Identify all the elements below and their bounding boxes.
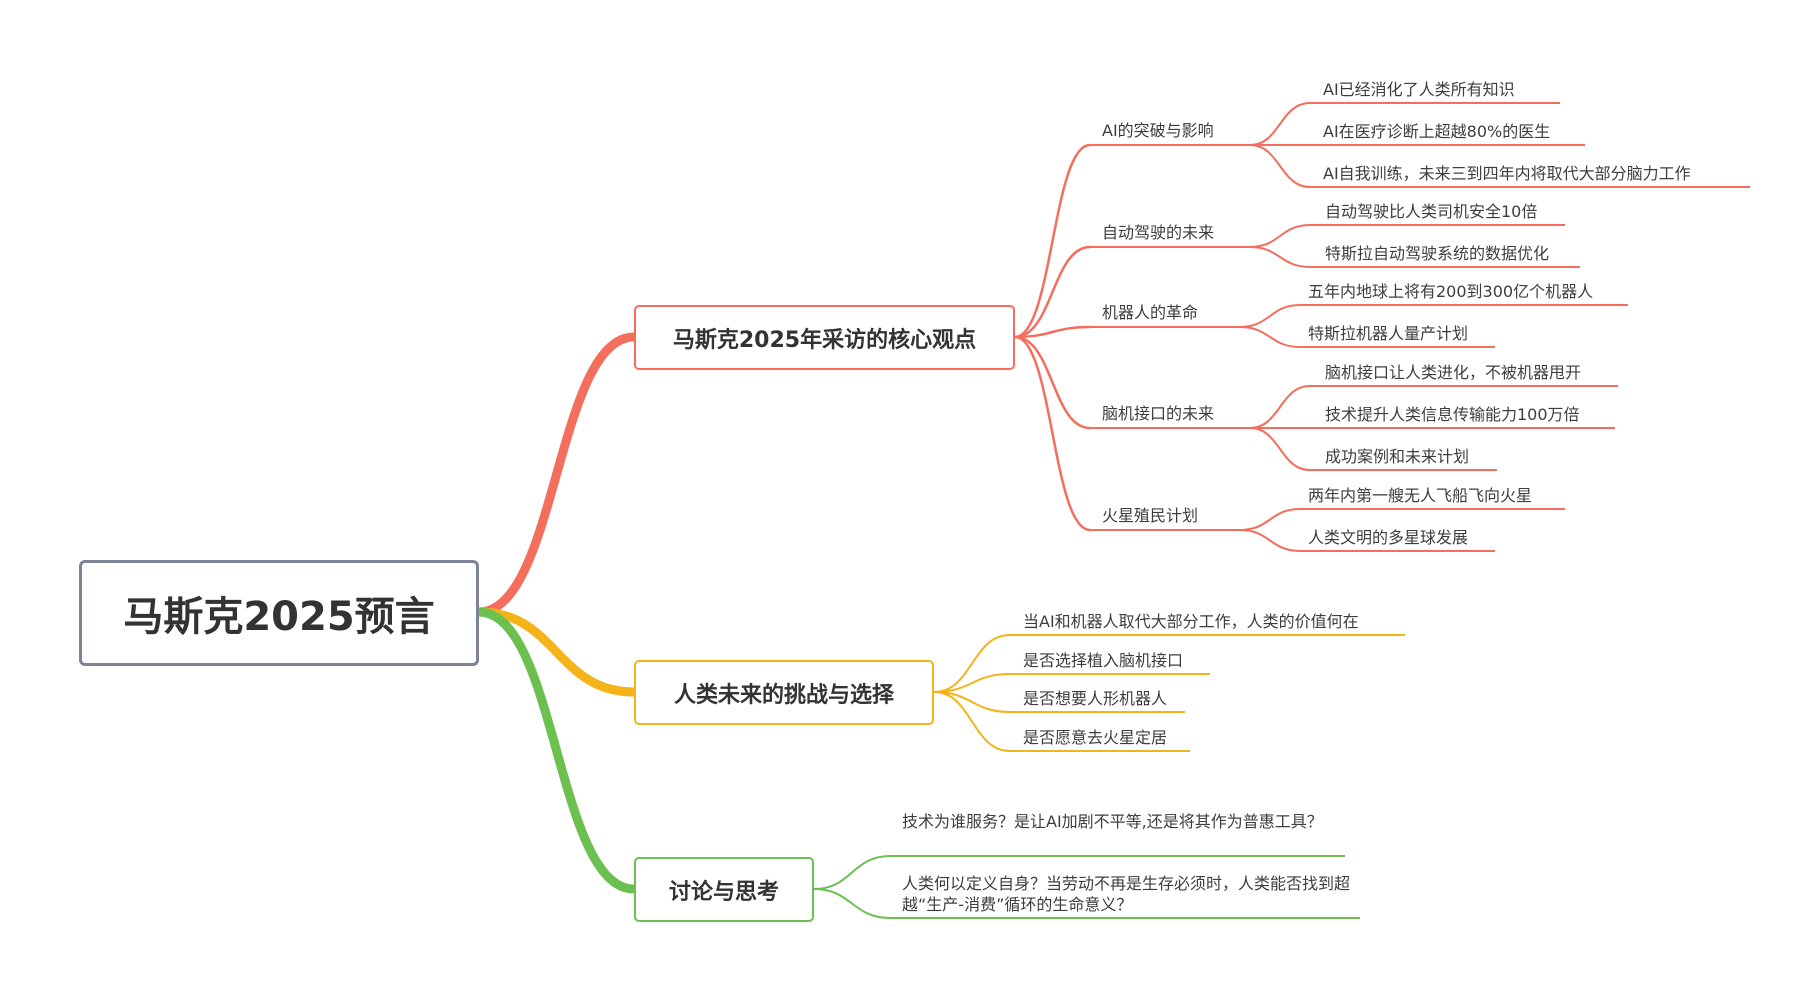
branch-challenges[interactable]: 人类未来的挑战与选择 [634,660,934,725]
link-root-branch [474,332,639,617]
link-branch-leaf [933,691,1011,752]
link-topic-leaf [1249,102,1311,146]
link-branch-topic [1013,245,1092,339]
leaf-item[interactable]: AI在医疗诊断上超越80%的医生 [1323,122,1551,141]
link-topic-leaf [1239,508,1301,531]
leaf-item[interactable]: AI自我训练，未来三到四年内将取代大部分脑力工作 [1323,164,1691,183]
link-topic-leaf [1249,246,1311,268]
link-branch-leaf [933,673,1011,693]
link-root-branch [474,607,639,697]
leaf-item[interactable]: 技术提升人类信息传输能力100万倍 [1325,405,1580,424]
branch-discussion[interactable]: 讨论与思考 [634,857,814,922]
leaf-item[interactable]: 脑机接口让人类进化，不被机器甩开 [1325,363,1582,382]
leaf-item[interactable]: 是否愿意去火星定居 [1023,728,1168,747]
branch-label: 人类未来的挑战与选择 [673,682,894,708]
link-topic-leaf [1239,304,1301,328]
link-branch-topic [1013,143,1092,339]
leaf-item[interactable]: 五年内地球上将有200到300亿个机器人 [1308,282,1594,301]
topic-robots[interactable]: 机器人的革命 [1102,303,1199,322]
link-branch-topic [1013,335,1092,430]
link-branch-leaf [933,634,1011,693]
topic-ai[interactable]: AI的突破与影响 [1102,121,1214,140]
link-branch-leaf [813,888,891,919]
link-branch-leaf [813,855,891,890]
branch-core-views[interactable]: 马斯克2025年采访的核心观点 [634,305,1015,370]
root-node[interactable]: 马斯克2025预言 [79,560,479,666]
link-topic-leaf [1249,224,1311,248]
root-label: 马斯克2025预言 [123,594,435,640]
branch-label: 马斯克2025年采访的核心观点 [672,327,977,353]
link-topic-leaf [1249,385,1311,429]
link-root-branch [474,607,639,894]
leaf-item[interactable]: 是否想要人形机器人 [1023,689,1168,708]
leaf-item[interactable]: 自动驾驶比人类司机安全10倍 [1325,202,1538,221]
leaf-item[interactable]: 是否选择植入脑机接口 [1023,651,1184,670]
link-topic-leaf [1239,326,1301,348]
branch-label: 讨论与思考 [668,879,779,905]
topic-mars[interactable]: 火星殖民计划 [1102,506,1199,525]
leaf-item[interactable]: 成功案例和未来计划 [1325,447,1470,466]
link-branch-leaf [933,691,1011,713]
leaf-item[interactable]: 两年内第一艘无人飞船飞向火星 [1308,486,1533,505]
leaf-item[interactable]: 人类文明的多星球发展 [1308,528,1469,547]
leaf-item[interactable]: AI已经消化了人类所有知识 [1323,80,1515,99]
link-branch-topic [1013,325,1092,339]
topic-autodrive[interactable]: 自动驾驶的未来 [1102,223,1215,242]
topic-bci[interactable]: 脑机接口的未来 [1102,404,1215,423]
link-topic-leaf [1239,529,1301,552]
leaf-item[interactable]: 人类何以定义自身？当劳动不再是生存必须时，人类能否找到超越“生产-消费”循环的生… [902,874,1351,914]
leaf-item[interactable]: 当AI和机器人取代大部分工作，人类的价值何在 [1023,612,1359,631]
link-topic-leaf [1249,144,1311,188]
leaf-item[interactable]: 特斯拉机器人量产计划 [1308,324,1469,343]
leaf-item[interactable]: 技术为谁服务？是让AI加剧不平等,还是将其作为普惠工具？ [902,812,1323,831]
leaf-item[interactable]: 特斯拉自动驾驶系统的数据优化 [1325,244,1550,263]
link-topic-leaf [1249,427,1311,471]
link-branch-topic [1013,335,1092,532]
